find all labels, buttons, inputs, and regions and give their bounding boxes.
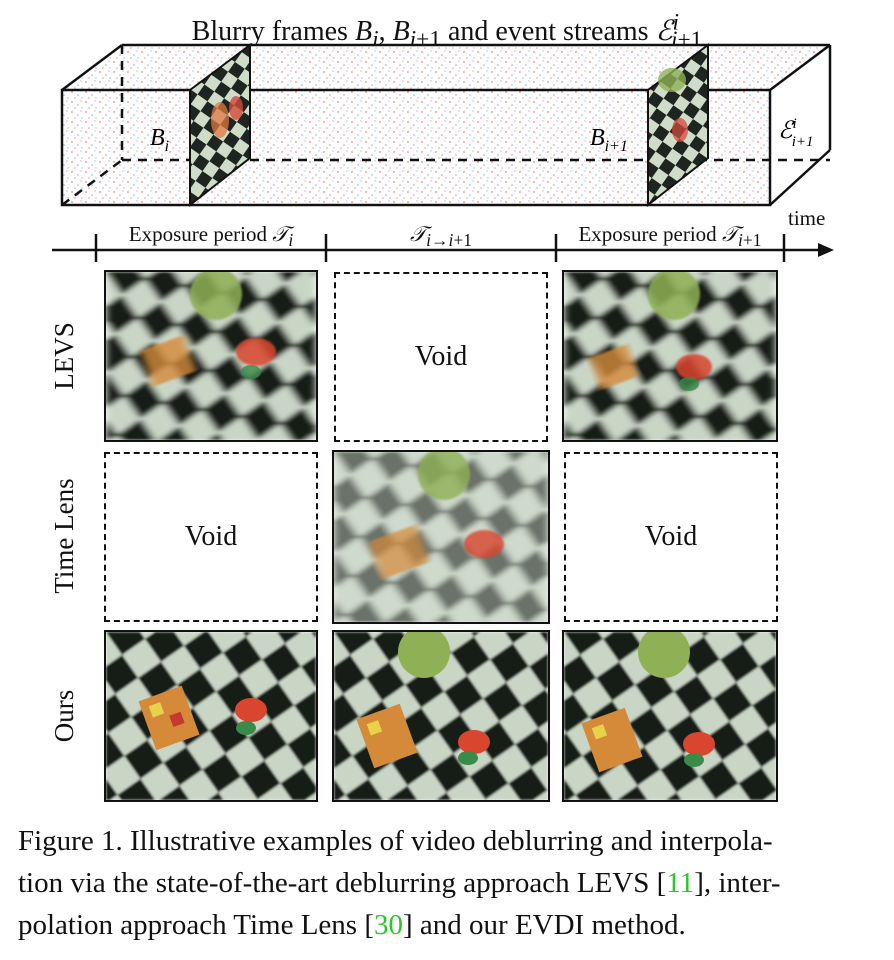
top-title-text: Blurry frames Bi, Bi+1 and event streams…: [191, 10, 703, 53]
label-b-i: Bi: [150, 125, 169, 155]
timelens-void-left: Void: [104, 452, 318, 622]
row-label-levs: LEVS: [49, 322, 79, 390]
caption-line-1: Figure 1. Illustrative examples of video…: [18, 825, 773, 857]
time-axis-label: time: [788, 206, 826, 230]
levs-tile-left: [104, 270, 318, 442]
citation-11[interactable]: 11: [666, 867, 695, 899]
period-label-exposure-i-plus-1: Exposure period 𝒯i+1: [578, 222, 762, 251]
figure-caption: Figure 1. Illustrative examples of video…: [18, 820, 876, 946]
ours-tile-right: [562, 630, 778, 802]
period-label-interval: 𝒯i→i+1: [410, 222, 472, 251]
caption-line-2: tion via the state-of-the-art deblurring…: [18, 867, 781, 899]
citation-30[interactable]: 30: [374, 909, 404, 941]
event-cloud: [62, 45, 830, 205]
row-label-ours: Ours: [49, 689, 79, 743]
timeline-axis: [52, 234, 834, 262]
period-label-exposure-i: Exposure period 𝒯i: [128, 222, 294, 251]
timelens-tile-middle: [332, 450, 550, 624]
row-label-time-lens: Time Lens: [49, 478, 79, 594]
ours-tile-middle: [332, 630, 550, 802]
figure-top-title: Blurry frames Bi, Bi+1 and event streams…: [0, 10, 894, 54]
timelens-void-right: Void: [564, 452, 778, 622]
caption-line-3: polation approach Time Lens [30] and our…: [18, 909, 686, 941]
ours-tile-left: [104, 630, 318, 802]
levs-void-middle: Void: [334, 272, 548, 442]
levs-tile-right: [562, 270, 778, 442]
